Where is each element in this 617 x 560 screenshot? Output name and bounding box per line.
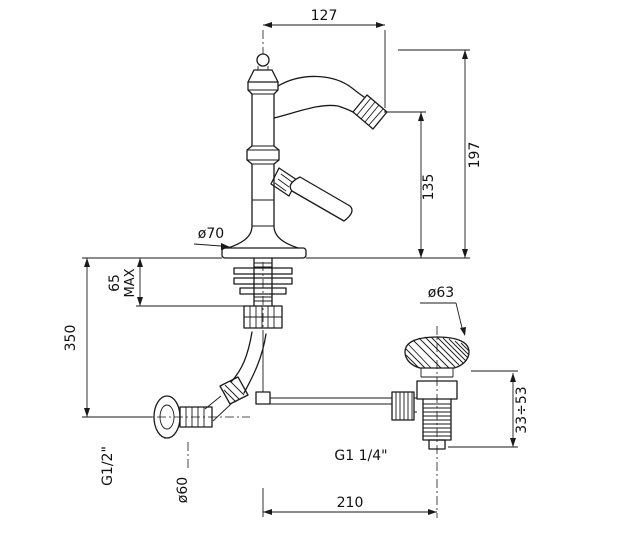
dim-outlet-height: 135 bbox=[384, 111, 437, 258]
dim-escutcheon-diameter: ø60 bbox=[175, 477, 191, 503]
dim-waste-flange-diameter: ø63 bbox=[420, 285, 466, 336]
dim-label-clamping-range: 33÷53 bbox=[514, 386, 530, 433]
dim-label-spout-reach: 127 bbox=[311, 8, 338, 24]
dim-label-escutcheon-diameter: ø60 bbox=[175, 477, 191, 503]
dim-spout-reach: 127 bbox=[263, 8, 386, 108]
dim-label-center-distance: 210 bbox=[337, 495, 364, 511]
dim-deck-to-inlet: 350 bbox=[63, 258, 152, 418]
pop-up-drain bbox=[391, 336, 470, 450]
dim-label-max-deck: 65 bbox=[107, 274, 123, 292]
dim-label-deck-to-inlet: 350 bbox=[63, 325, 79, 352]
dim-label-overall-height: 197 bbox=[467, 142, 483, 169]
dim-center-distance: 210 bbox=[262, 488, 437, 517]
below-deck-assembly bbox=[204, 257, 293, 422]
dimension-lines: 127 197 135 ø70 65 MAX bbox=[63, 8, 530, 517]
dim-label-base-diameter: ø70 bbox=[198, 226, 224, 242]
dim-max-deck: 65 MAX bbox=[107, 258, 244, 307]
dim-waste-thread: G1 1/4" bbox=[334, 448, 387, 464]
dim-label-inlet-thread: G1/2" bbox=[100, 446, 116, 486]
dim-base-diameter: ø70 bbox=[193, 226, 230, 250]
dim-label-waste-thread: G1 1/4" bbox=[334, 448, 387, 464]
dim-label-max-deck-suffix: MAX bbox=[123, 268, 138, 297]
dim-overall-height: 197 bbox=[398, 49, 483, 258]
dim-label-waste-flange-diameter: ø63 bbox=[428, 285, 454, 301]
dim-inlet-thread: G1/2" bbox=[100, 446, 116, 486]
dim-clamping-range: 33÷53 bbox=[448, 370, 530, 448]
centerlines bbox=[140, 30, 438, 518]
pop-up-rod bbox=[255, 330, 392, 405]
dim-label-outlet-height: 135 bbox=[421, 174, 437, 201]
faucet-outline bbox=[221, 53, 388, 259]
